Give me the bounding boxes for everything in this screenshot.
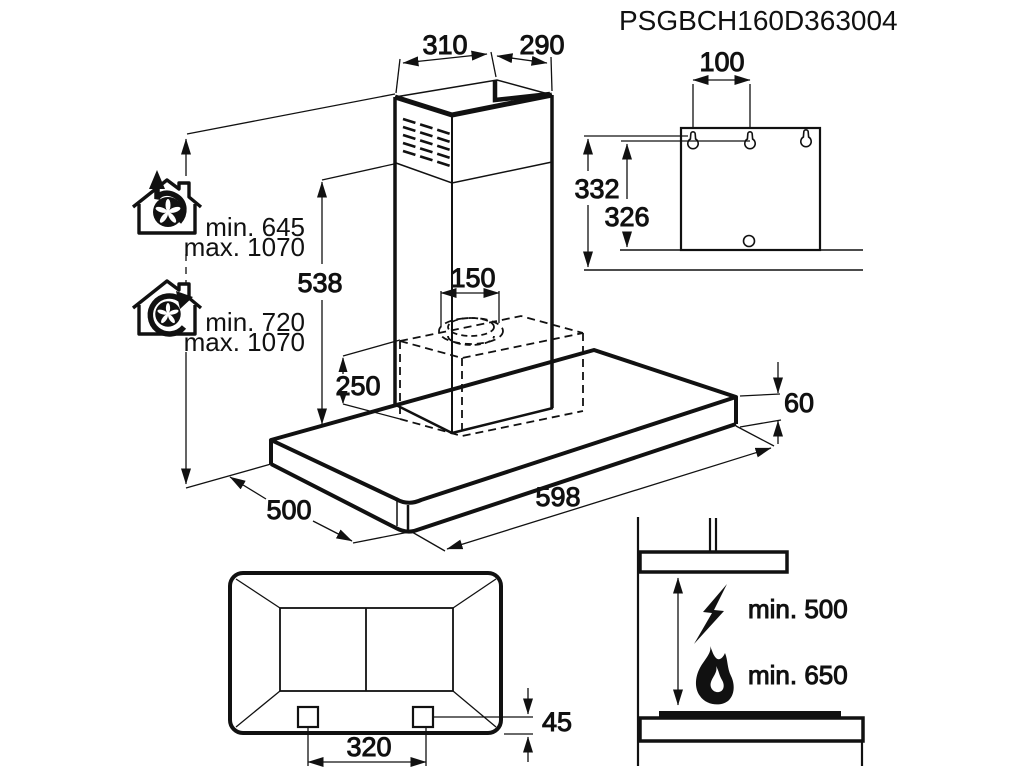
dim-duct-diameter-label: 150 — [450, 263, 495, 293]
house-extraction-icon — [131, 170, 203, 235]
dim-bracket-spacing-label: 320 — [346, 732, 391, 762]
dim-motor-box-height-label: 250 — [335, 371, 380, 401]
keyhole-slot-icon — [799, 129, 813, 148]
dim-hood-body-height — [739, 362, 783, 444]
exhaust-arrow-icon — [154, 188, 187, 224]
installation-height-legend: min. 645 max. 1070 min. 720 max. 1070 — [131, 170, 305, 357]
electric-hob-clearance-label: min. 500 — [748, 594, 848, 624]
dim-motor-box-height — [338, 339, 401, 420]
dim-chimney-top-width-label: 290 — [519, 30, 564, 60]
gas-hob-clearance-label: min. 650 — [748, 660, 848, 690]
hob-surface — [659, 711, 841, 718]
hood-body — [269, 348, 738, 534]
dim-bracket-offset — [433, 688, 533, 762]
extraction-max-label: max. 1070 — [184, 232, 305, 262]
clearance-view: min. 500 min. 650 — [636, 517, 865, 766]
dim-hole-spacing-label: 100 — [699, 47, 744, 77]
dim-chimney-height — [317, 163, 395, 425]
dim-installation-height — [181, 93, 396, 489]
extraction-min-label: min. 645 — [205, 212, 305, 242]
dim-mount-height-outer — [583, 135, 688, 268]
dim-bracket-spacing — [307, 728, 427, 767]
dim-mount-height-inner-label: 326 — [604, 202, 649, 232]
dim-hole-spacing — [692, 75, 751, 129]
lightning-icon — [694, 584, 727, 644]
vent-grille — [402, 117, 450, 167]
isometric-hood-view: 310 290 538 150 250 — [181, 30, 815, 552]
dim-bracket-offset-label: 45 — [542, 707, 572, 737]
hood-side-profile — [638, 518, 789, 574]
hood-outline — [228, 571, 503, 735]
dim-mount-height-inner — [621, 140, 750, 248]
fan-icon — [155, 301, 181, 327]
dim-hood-width — [411, 425, 775, 552]
dim-hood-width-label: 598 — [535, 482, 580, 512]
dim-hood-depth-label: 500 — [266, 495, 311, 525]
dim-chimney-top-depth — [395, 50, 497, 94]
motor-box-hidden — [399, 315, 584, 437]
house-recirculation-icon — [131, 279, 203, 337]
hob-and-counter — [638, 711, 865, 766]
dim-duct-diameter — [440, 288, 500, 327]
dim-chimney-top-depth-label: 310 — [422, 30, 467, 60]
dim-mount-height-outer-label: 332 — [574, 174, 619, 204]
bracket-slot — [296, 705, 320, 729]
dim-chimney-height-label: 538 — [297, 268, 342, 298]
dim-hood-body-height-label: 60 — [784, 388, 814, 418]
chimney-duct — [393, 79, 554, 435]
keyhole-slot-icon — [743, 131, 757, 150]
bracket-slot — [411, 705, 435, 729]
recirculation-max-label: max. 1070 — [184, 327, 305, 357]
keyhole-slot-icon — [686, 131, 700, 150]
screw-hole — [742, 234, 756, 248]
wall-bracket-view: 100 332 326 — [574, 47, 863, 271]
bottom-view: 320 45 — [228, 571, 573, 767]
recirculation-min-label: min. 720 — [205, 307, 305, 337]
recirculation-arrow-icon — [147, 293, 187, 337]
dim-hood-depth — [229, 476, 410, 544]
mounting-plate — [679, 126, 822, 252]
counter — [638, 716, 865, 743]
dim-chimney-top-width — [496, 53, 553, 92]
product-code: PSGBCH160D363004 — [619, 5, 898, 36]
